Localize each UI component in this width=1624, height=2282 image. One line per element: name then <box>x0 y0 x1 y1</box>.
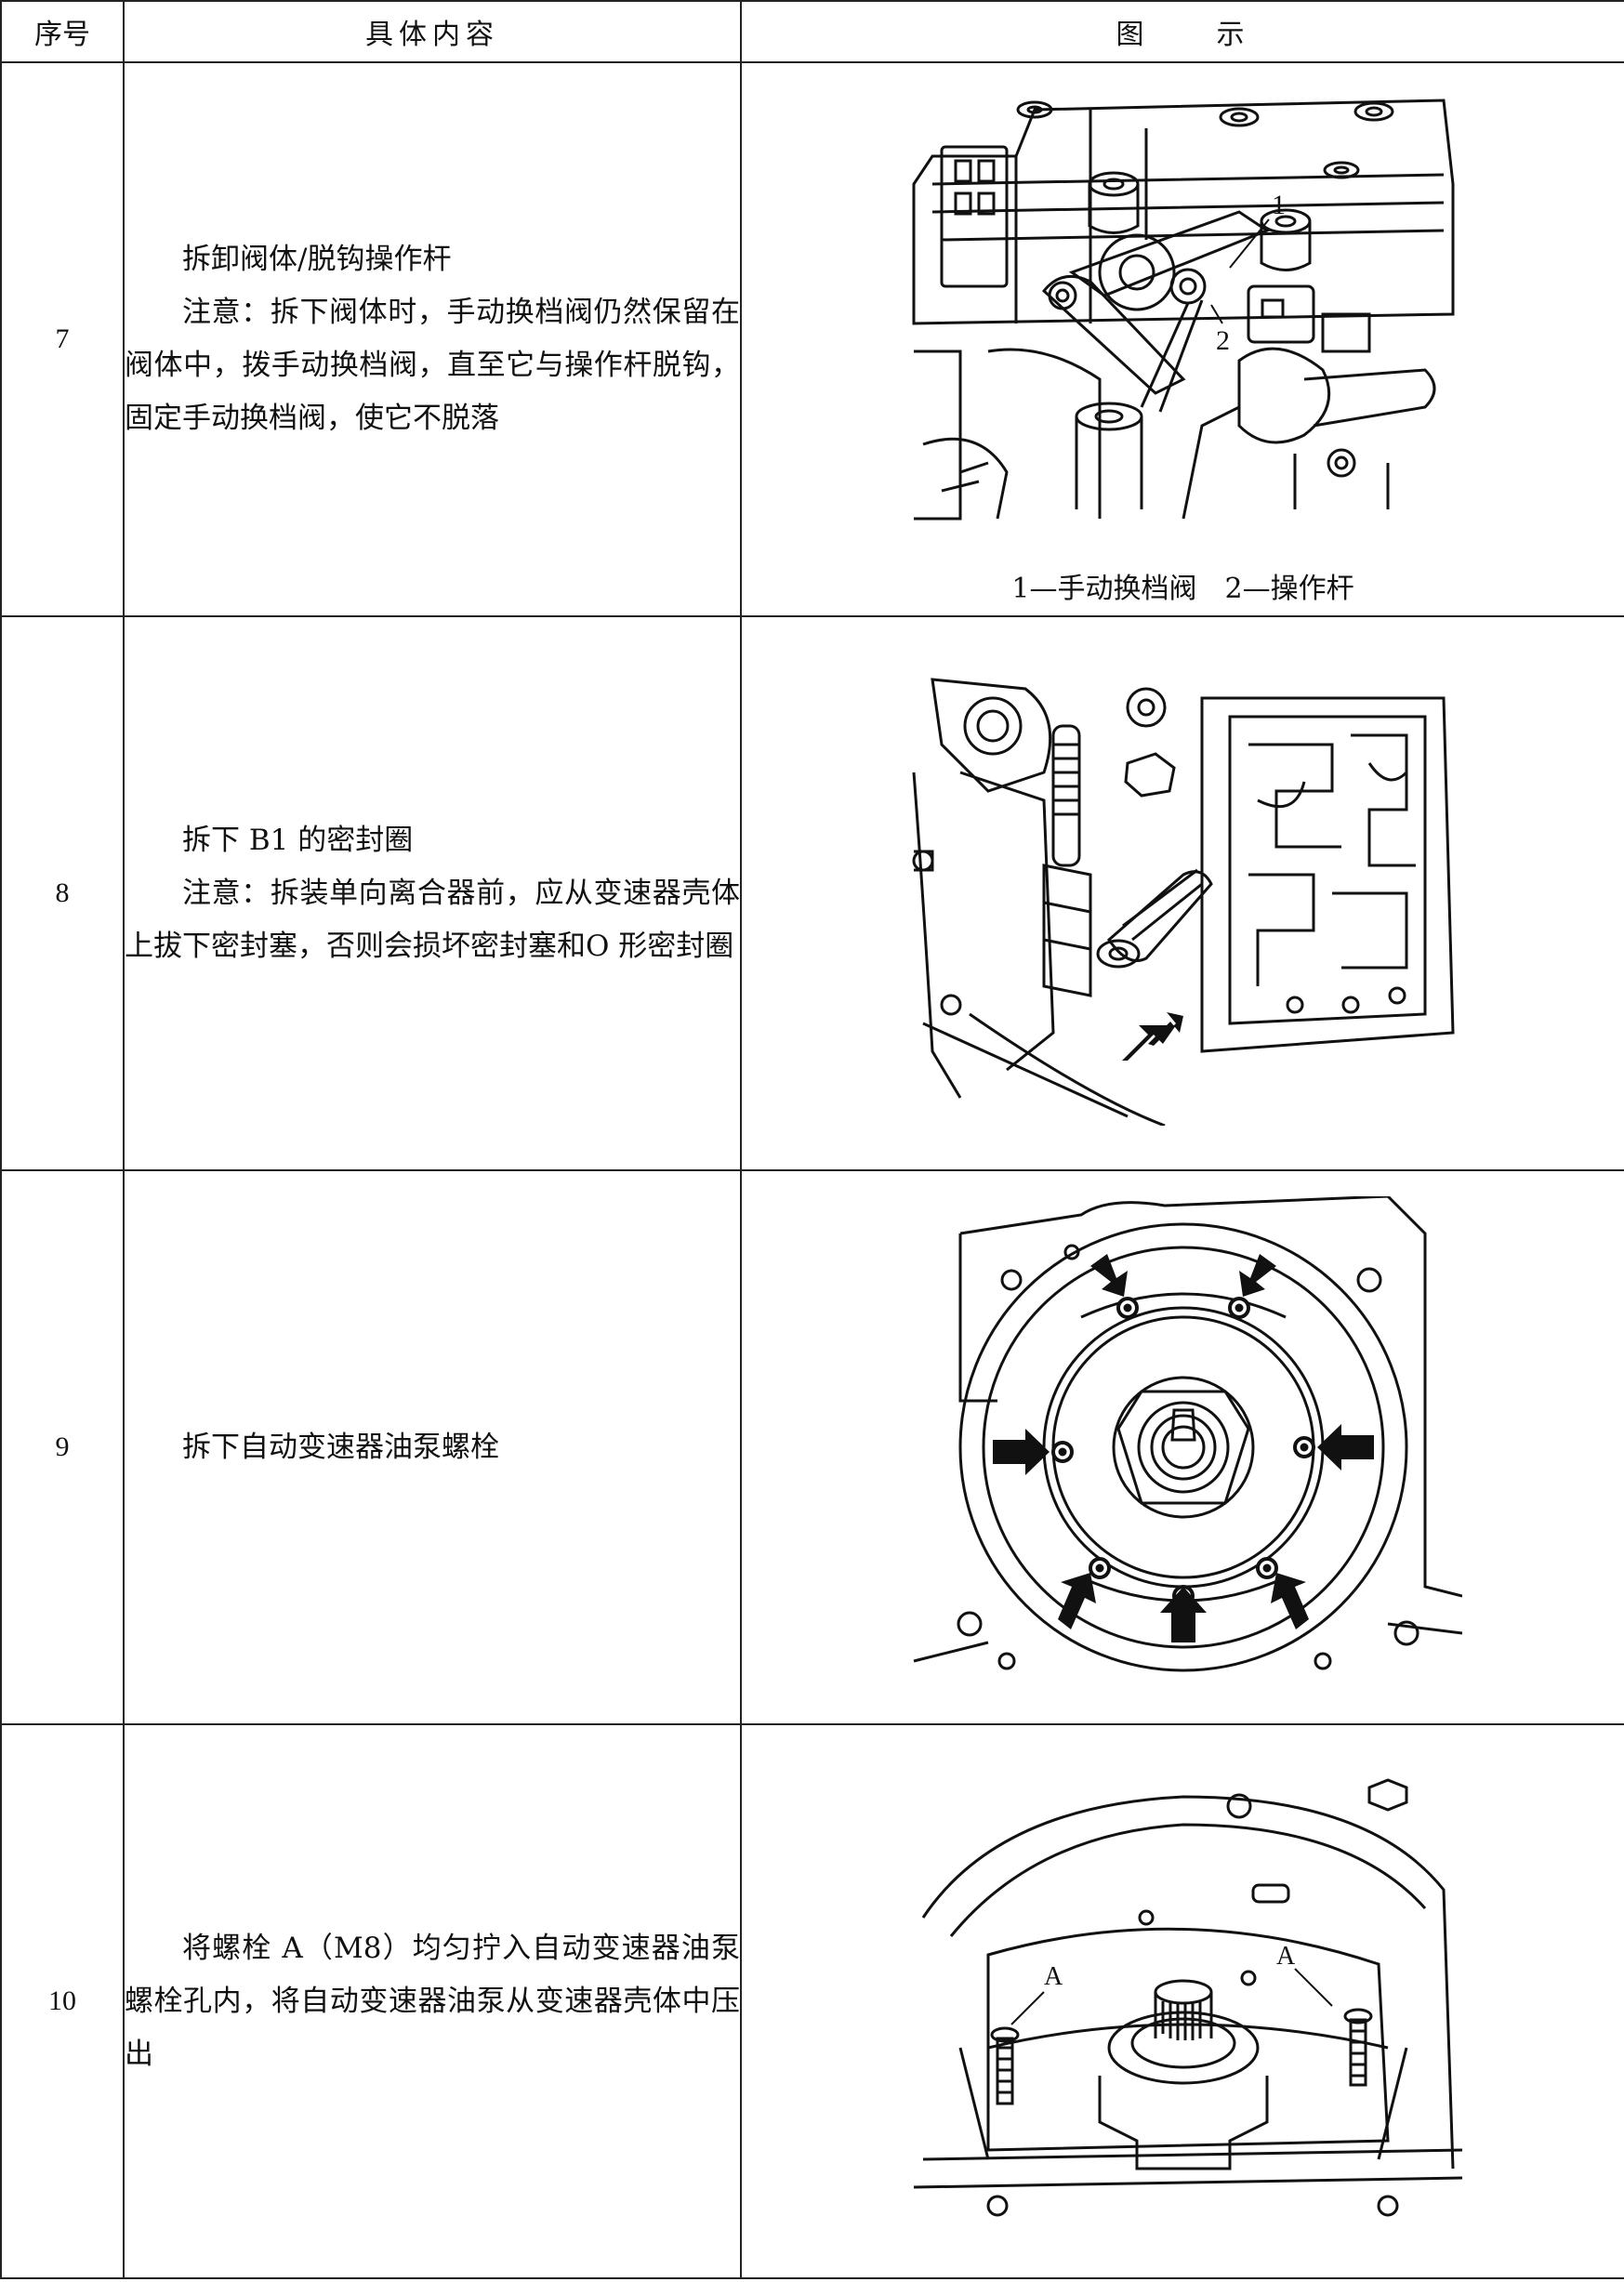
callout-1: 1 <box>1272 190 1286 220</box>
step-note: 注意：拆装单向离合器前，应从变速器壳体上拔下密封塞，否则会损坏密封塞和O 形密封… <box>125 876 740 963</box>
table-row: 10 将螺栓 A（M8）均匀拧入自动变速器油泵螺栓孔内，将自动变速器油泵从变速器… <box>0 1723 1624 2279</box>
step-number: 9 <box>0 1169 125 1725</box>
header-content: 具体内容 <box>123 0 742 63</box>
header-row: 序号 具体内容 图 示 <box>0 0 1624 63</box>
header-number: 序号 <box>0 0 125 63</box>
step-title: 将螺栓 A（M8）均匀拧入自动变速器油泵螺栓孔内，将自动变速器油泵从变速器壳体中… <box>125 1931 740 2071</box>
figure-caption: 1—手动换档阀 2—操作杆 <box>1011 573 1354 605</box>
table-row: 8 拆下 B1 的密封圈 注意：拆装单向离合器前，应从变速器壳体上拔下密封塞，否… <box>0 615 1624 1171</box>
step-title: 拆下 B1 的密封圈 <box>182 823 414 857</box>
step-content: 拆下自动变速器油泵螺栓 <box>123 1169 742 1725</box>
step-note: 注意：拆下阀体时，手动换档阀仍然保留在阀体中，拨手动换档阀，直至它与操作杆脱钩，… <box>125 296 740 435</box>
step-figure: 1 2 1—手动换档阀 2—操作杆 <box>740 61 1624 617</box>
b1-seal-illustration <box>912 678 1455 1126</box>
step-number: 7 <box>0 61 125 617</box>
valve-body-illustration: 1 2 <box>912 99 1454 521</box>
step-figure <box>740 615 1624 1171</box>
step-title: 拆卸阀体/脱钩操作杆 <box>182 243 452 276</box>
step-figure <box>740 1169 1624 1725</box>
pump-removal-illustration: A A <box>913 1778 1462 2217</box>
oil-pump-bolts-illustration <box>913 1196 1462 1672</box>
step-number: 8 <box>0 615 125 1171</box>
label-a-right: A <box>1276 1942 1296 1971</box>
step-figure: A A <box>740 1723 1624 2279</box>
step-content: 拆卸阀体/脱钩操作杆 注意：拆下阀体时，手动换档阀仍然保留在阀体中，拨手动换档阀… <box>123 61 742 617</box>
step-content: 将螺栓 A（M8）均匀拧入自动变速器油泵螺栓孔内，将自动变速器油泵从变速器壳体中… <box>123 1723 742 2279</box>
step-number: 10 <box>0 1723 125 2279</box>
callout-2: 2 <box>1216 325 1230 356</box>
step-title: 拆下自动变速器油泵螺栓 <box>182 1430 499 1464</box>
table-row: 7 拆卸阀体/脱钩操作杆 注意：拆下阀体时，手动换档阀仍然保留在阀体中，拨手动换… <box>0 61 1624 617</box>
step-content: 拆下 B1 的密封圈 注意：拆装单向离合器前，应从变速器壳体上拔下密封塞，否则会… <box>123 615 742 1171</box>
table-row: 9 拆下自动变速器油泵螺栓 <box>0 1169 1624 1725</box>
label-a-left: A <box>1044 1962 1063 1991</box>
header-figure: 图 示 <box>740 0 1624 63</box>
